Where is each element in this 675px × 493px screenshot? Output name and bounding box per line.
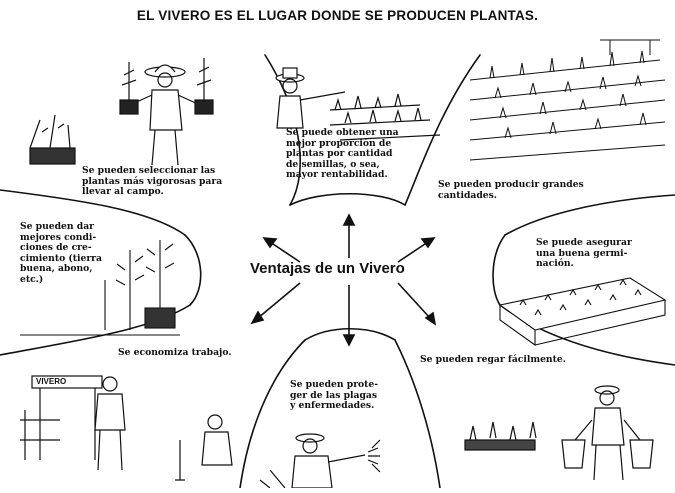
caption-select-vigorous-plants: Se pueden seleccionar las plantas más vi… — [82, 165, 223, 198]
caption-easy-watering: Se pueden regar fácilmente. — [420, 354, 566, 365]
petal-outlines — [0, 54, 675, 489]
divider-top-left — [264, 54, 301, 206]
vivero-sign — [31, 375, 103, 389]
caption-protect-from-pests: Se pueden prote- ger de las plagas y enf… — [290, 379, 379, 412]
caption-better-proportion: Se puede obtener una mejor proporción de… — [286, 127, 399, 181]
arc-right — [492, 234, 506, 306]
vivero-sign-text: VIVERO — [36, 377, 67, 386]
arrow-up-head — [342, 213, 356, 226]
caption-good-germination: Se puede asegurar una buena germi- nació… — [536, 237, 632, 270]
caption-large-quantities: Se pueden producir grandes cantidades. — [438, 179, 584, 201]
divider-bottom-right — [394, 339, 441, 489]
divider-left-upper — [0, 189, 186, 236]
farmer-carrying-plants-illustration — [29, 58, 214, 166]
page-title: EL VIVERO ES EL LUGAR DONDE SE PRODUCEN … — [136, 8, 539, 23]
arrow-down-left-head — [250, 310, 265, 325]
arc-bottom — [304, 327, 396, 341]
man-with-buckets-illustration — [464, 385, 654, 481]
seedling-rows-illustration — [469, 39, 666, 161]
arc-left — [184, 234, 202, 306]
divider-top-right — [404, 54, 481, 206]
divider-bottom-left — [239, 339, 306, 489]
arrow-down-right — [397, 282, 431, 319]
arrows — [250, 213, 437, 347]
man-pointing-illustration — [275, 67, 441, 141]
arrow-up-right-head — [420, 237, 436, 249]
center-label: Ventajas de un Vivero — [250, 260, 405, 277]
staked-plants-illustration — [20, 240, 180, 336]
arrow-down-right-head — [424, 311, 437, 326]
arrow-up-right — [397, 241, 429, 263]
arrow-down-left — [257, 282, 301, 319]
arrow-up-left — [269, 241, 301, 263]
caption-save-work: Se economiza trabajo. — [118, 347, 232, 358]
arrow-up-left-head — [262, 237, 278, 249]
germination-bed-illustration — [498, 277, 667, 347]
caption-better-conditions: Se pueden dar mejores condi- ciones de c… — [20, 221, 102, 285]
arrow-down-head — [342, 334, 356, 347]
divider-right-upper — [504, 194, 675, 236]
vivero-sign-and-workers-illustration — [20, 375, 233, 481]
arc-top — [289, 192, 406, 206]
worker-spraying-illustration — [259, 433, 381, 489]
